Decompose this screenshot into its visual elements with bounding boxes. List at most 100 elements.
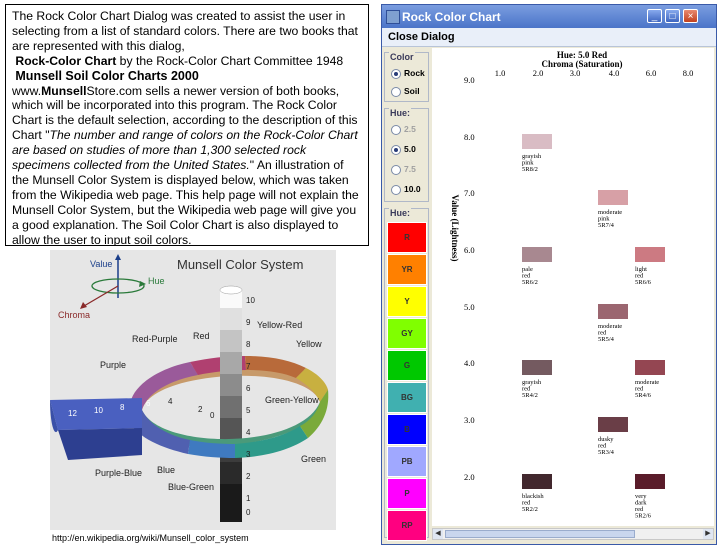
hue-value-group: Hue: 2.5 5.0 7.5 10.0 <box>384 108 429 202</box>
wikipedia-source-link[interactable]: http://en.wikipedia.org/wiki/Munsell_col… <box>52 533 249 543</box>
book1-title: Rock-Color Chart <box>15 53 117 68</box>
swatch-color-block[interactable] <box>635 360 665 375</box>
minimize-button[interactable]: _ <box>647 9 662 23</box>
help-intro: The Rock Color Chart Dialog was created … <box>12 9 358 53</box>
store-prefix: www. <box>12 83 42 98</box>
close-button[interactable]: × <box>683 9 698 23</box>
scroll-right-icon[interactable]: ▶ <box>703 529 713 539</box>
hue-button-yr[interactable]: YR <box>387 254 427 285</box>
chroma-tick: 4.0 <box>609 68 620 78</box>
chroma-slab-side <box>58 428 142 460</box>
hue-button-b[interactable]: B <box>387 414 427 445</box>
swatch-name: moderate <box>598 209 622 216</box>
left-panel: Color Rock Soil Hue: 2.5 5.0 7.5 10.0 Hu… <box>384 48 429 541</box>
rock-color-chart-window: Rock Color Chart _ □ × Close Dialog Colo… <box>381 4 717 545</box>
swatch-name: red <box>598 330 607 337</box>
value-tick-8: 8 <box>246 340 251 349</box>
radio-hue-7-5-label: 7.5 <box>404 164 416 174</box>
radio-hue-5-0-label: 5.0 <box>404 144 416 154</box>
maximize-button[interactable]: □ <box>665 9 680 23</box>
radio-hue-10-0[interactable]: 10.0 <box>391 183 433 197</box>
swatch-color-block[interactable] <box>522 474 552 489</box>
value-tick: 2.0 <box>464 472 475 482</box>
swatch-name: dark <box>635 500 647 507</box>
swatch-name: dusky <box>598 436 614 443</box>
radio-hue-5-0[interactable]: 5.0 <box>391 143 433 157</box>
ring-blue <box>188 440 235 458</box>
swatch-code: 5R5/4 <box>598 336 615 343</box>
swatch-color-block[interactable] <box>635 247 665 262</box>
swatch-color-block[interactable] <box>522 134 552 149</box>
radio-rock[interactable]: Rock <box>391 67 433 81</box>
swatch-color-block[interactable] <box>522 247 552 262</box>
value-tick-0: 0 <box>246 508 251 517</box>
swatch-code: 5R8/2 <box>522 166 538 173</box>
chroma-tick-6: 6 <box>146 399 151 408</box>
hue-button-y[interactable]: Y <box>387 286 427 317</box>
swatch-color-block[interactable] <box>598 417 628 432</box>
swatch-name: grayish <box>522 153 542 160</box>
value-tick: 8.0 <box>464 132 475 142</box>
radio-dot-icon <box>391 69 401 79</box>
swatch-code: 5R2/6 <box>635 513 652 520</box>
swatch-color-block[interactable] <box>598 190 628 205</box>
hue-button-pb[interactable]: PB <box>387 446 427 477</box>
hue-button-r[interactable]: R <box>387 222 427 253</box>
radio-soil[interactable]: Soil <box>391 85 433 99</box>
hue-button-p[interactable]: P <box>387 478 427 509</box>
hue-value-group-title: Hue: <box>389 108 411 118</box>
chroma-slab-top <box>50 398 142 430</box>
chroma-arrow-head <box>80 302 87 309</box>
close-dialog-menu[interactable]: Close Dialog <box>388 31 455 43</box>
hue-button-g[interactable]: G <box>387 350 427 381</box>
app-icon <box>386 10 400 24</box>
label-purple: Purple <box>100 360 126 370</box>
radio-rock-label: Rock <box>404 68 425 78</box>
hue-button-rp[interactable]: RP <box>387 510 427 541</box>
chroma-tick: 8.0 <box>683 68 694 78</box>
value-arrow-head <box>115 254 121 260</box>
horizontal-scrollbar[interactable]: ◀ ▶ <box>432 528 714 540</box>
color-group: Color Rock Soil <box>384 52 429 102</box>
color-chart-panel: Hue: 5.0 Red Chroma (Saturation) Value (… <box>432 48 714 526</box>
radio-dot-icon <box>391 145 401 155</box>
chroma-tick-12: 12 <box>68 409 77 418</box>
chart-ylabel: Value (Lightness) <box>450 195 460 262</box>
radio-dot-icon <box>391 165 401 175</box>
swatch-code: 5R4/6 <box>635 392 652 399</box>
hue-button-gy[interactable]: GY <box>387 318 427 349</box>
swatch-name: red <box>635 386 644 393</box>
ring-blue-green <box>235 426 308 458</box>
help-text-box: The Rock Color Chart Dialog was created … <box>5 4 369 246</box>
help-quote: The number and range of colors on the Ro… <box>12 128 358 173</box>
swatch-color-block[interactable] <box>598 304 628 319</box>
value-tick: 4.0 <box>464 358 475 368</box>
chroma-tick-0: 0 <box>210 411 215 420</box>
swatch-name: pink <box>522 160 534 167</box>
value-tick: 6.0 <box>464 245 475 255</box>
label-purple-blue: Purple-Blue <box>95 468 142 478</box>
hue-arrow-head <box>139 281 146 287</box>
swatch-name: blackish <box>522 493 544 500</box>
swatch-color-block[interactable] <box>522 360 552 375</box>
scroll-thumb[interactable] <box>445 530 635 538</box>
label-green-yellow: Green-Yellow <box>265 395 319 405</box>
title-bar[interactable]: Rock Color Chart _ □ × <box>382 5 716 28</box>
scroll-left-icon[interactable]: ◀ <box>433 529 443 539</box>
swatch-name: red <box>522 273 531 280</box>
value-tick: 7.0 <box>464 188 475 198</box>
swatch-color-block[interactable] <box>635 474 665 489</box>
swatch-code: 5R2/2 <box>522 506 538 513</box>
chroma-tick: 2.0 <box>533 68 544 78</box>
hue-button-bg[interactable]: BG <box>387 382 427 413</box>
